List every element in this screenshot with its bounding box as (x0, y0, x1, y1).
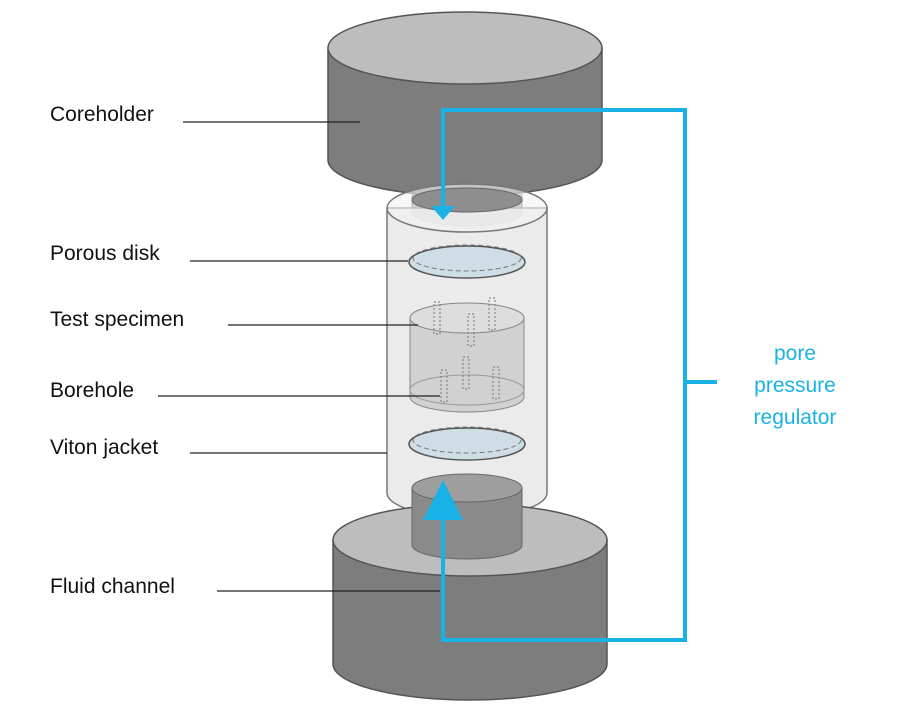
borehole-mark (488, 297, 496, 331)
leader-lines (158, 121, 440, 592)
lower-porous-disk (408, 426, 526, 461)
label-coreholder: Coreholder (50, 103, 154, 126)
borehole-mark (467, 313, 475, 347)
label-borehole: Borehole (50, 379, 135, 402)
label-porous-disk: Porous disk (50, 242, 160, 265)
flow-path-lower (423, 108, 687, 642)
flow-loop (423, 108, 717, 642)
bottom-coreholder (332, 503, 608, 701)
pore-pressure-regulator-label: pore pressure regulator (730, 338, 860, 434)
upper-porous-disk (408, 244, 526, 279)
regulator-line-2: pressure (754, 374, 836, 397)
top-coreholder (327, 11, 603, 197)
lower-piston (411, 473, 523, 560)
borehole-mark (440, 369, 448, 403)
label-fluid-channel: Fluid channel (50, 575, 175, 598)
upper-arrow-icon (431, 206, 455, 220)
label-viton-jacket: Viton jacket (50, 436, 159, 459)
borehole-mark (492, 366, 500, 400)
label-test-specimen: Test specimen (50, 308, 185, 331)
boreholes (433, 297, 500, 403)
regulator-line-1: pore (773, 342, 817, 365)
borehole-mark (433, 301, 441, 335)
borehole-mark (462, 356, 470, 390)
regulator-line-3: regulator (753, 406, 837, 429)
